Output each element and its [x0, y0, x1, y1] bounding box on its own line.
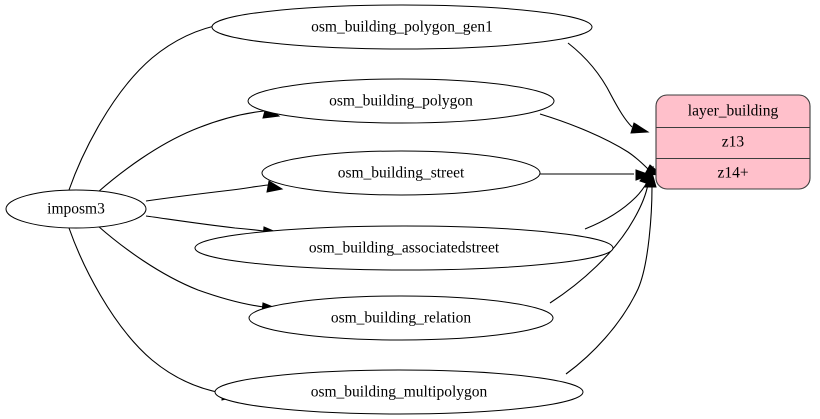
node-osm-building-polygon-gen1-label: osm_building_polygon_gen1	[311, 19, 493, 36]
node-osm-building-street-ellipse[interactable]	[261, 150, 541, 196]
node-osm-building-polygon[interactable]: osm_building_polygon	[247, 78, 555, 124]
edge-imposm3-to-osm-building-street	[145, 180, 284, 202]
edge-imposm3-to-osm-building-polygon-gen1	[68, 19, 241, 191]
edge-group-tables-to-layer	[539, 42, 664, 375]
layer-building-title: layer_building	[688, 103, 779, 120]
node-layer-building-box[interactable]	[655, 94, 811, 190]
edge-osm-building-polygon-gen1-to-z13	[567, 42, 650, 134]
node-osm-building-polygon-gen1-ellipse[interactable]	[211, 4, 593, 50]
node-osm-building-street[interactable]: osm_building_street	[261, 150, 541, 196]
node-osm-building-relation-label: osm_building_relation	[331, 310, 472, 327]
layer-building-row-z13[interactable]: z13	[722, 134, 745, 151]
node-imposm3[interactable]: imposm3	[5, 189, 147, 229]
node-osm-building-associatedstreet-ellipse[interactable]	[194, 225, 614, 271]
node-osm-building-relation[interactable]: osm_building_relation	[248, 295, 554, 341]
node-osm-building-multipolygon-label: osm_building_multipolygon	[311, 384, 488, 401]
edge-osm-building-street-to-z14plus	[540, 169, 652, 181]
node-osm-building-multipolygon-ellipse[interactable]	[214, 369, 584, 415]
node-osm-building-associatedstreet[interactable]: osm_building_associatedstreet	[194, 225, 614, 271]
node-osm-building-polygon-label: osm_building_polygon	[329, 93, 473, 110]
node-osm-building-associatedstreet-label: osm_building_associatedstreet	[309, 240, 500, 257]
edge-imposm3-to-osm-building-polygon	[97, 106, 281, 193]
edge-osm-building-polygon-to-z14plus	[539, 113, 664, 176]
node-osm-building-street-label: osm_building_street	[338, 165, 465, 182]
node-osm-building-relation-ellipse[interactable]	[248, 295, 554, 341]
node-imposm3-label: imposm3	[47, 201, 105, 218]
node-osm-building-polygon-ellipse[interactable]	[247, 78, 555, 124]
layer-building-row-z14plus[interactable]: z14+	[717, 165, 748, 182]
node-layer-building[interactable]: layer_building z13 z14+	[655, 94, 811, 190]
node-imposm3-ellipse[interactable]	[5, 189, 147, 229]
node-osm-building-multipolygon[interactable]: osm_building_multipolygon	[214, 369, 584, 415]
node-osm-building-polygon-gen1[interactable]: osm_building_polygon_gen1	[211, 4, 593, 50]
edge-osm-building-multipolygon-to-z14plus	[565, 167, 657, 375]
